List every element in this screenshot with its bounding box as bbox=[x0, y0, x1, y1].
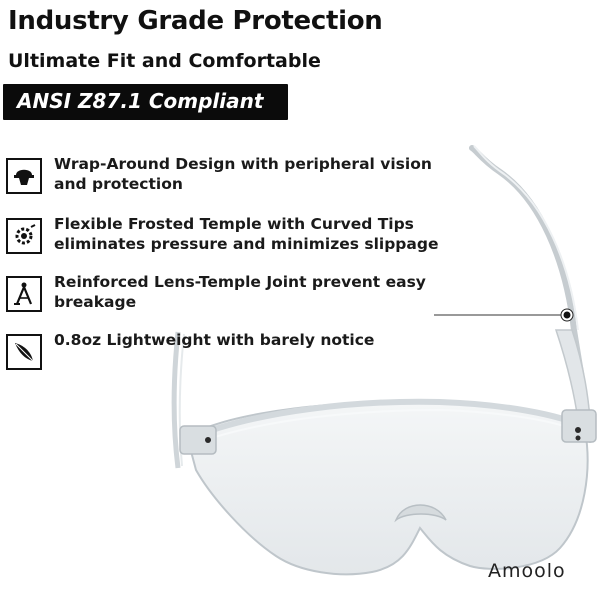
feature-item-reinforced-joint: Reinforced Lens-Temple Joint prevent eas… bbox=[6, 273, 446, 320]
page-subtitle: Ultimate Fit and Comfortable bbox=[8, 50, 321, 72]
ansi-compliance-badge: ANSI Z87.1 Compliant bbox=[3, 84, 288, 120]
compass-icon bbox=[6, 276, 42, 312]
feature-text: Reinforced Lens-Temple Joint prevent eas… bbox=[54, 273, 426, 311]
helmet-icon bbox=[6, 158, 42, 194]
badge-label: ANSI Z87.1 Compliant bbox=[17, 89, 264, 113]
feature-text: 0.8oz Lightweight with barely notice bbox=[54, 331, 375, 349]
feature-item-lightweight: 0.8oz Lightweight with barely notice bbox=[6, 331, 446, 378]
gear-icon bbox=[6, 218, 42, 254]
brand-logo: Amoolo bbox=[488, 560, 566, 582]
feature-item-flexible-temple: Flexible Frosted Temple with Curved Tips… bbox=[6, 215, 446, 262]
feather-icon bbox=[6, 334, 42, 370]
feature-text: Flexible Frosted Temple with Curved Tips… bbox=[54, 215, 439, 253]
feature-text: Wrap-Around Design with peripheral visio… bbox=[54, 155, 432, 193]
feature-item-wrap-around: Wrap-Around Design with peripheral visio… bbox=[6, 155, 446, 202]
page-title: Industry Grade Protection bbox=[8, 6, 383, 36]
